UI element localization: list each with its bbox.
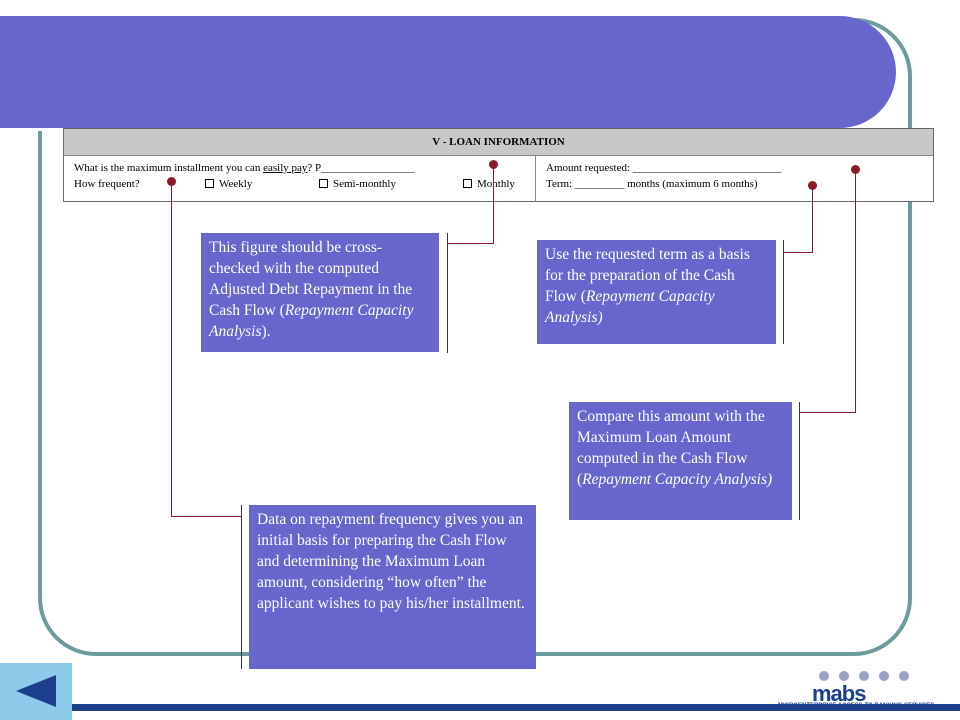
callout-bracket (241, 505, 242, 669)
mabs-logo (819, 671, 909, 681)
connector-dot (851, 165, 860, 174)
option-semi-monthly-label: Semi-monthly (333, 178, 396, 190)
callout-bracket (799, 402, 800, 520)
connector-line (171, 516, 241, 517)
max-installment-text: What is the maximum installment you can (74, 162, 264, 174)
form-body: What is the maximum installment you can … (64, 156, 933, 202)
option-semi-monthly[interactable]: Semi-monthly (319, 178, 396, 190)
callout-text: ). (261, 323, 271, 340)
connector-line (493, 164, 494, 244)
connector-line (447, 243, 494, 244)
back-arrow-icon[interactable] (16, 675, 56, 707)
option-monthly[interactable]: Monthly (463, 178, 515, 190)
connector-line (855, 170, 856, 413)
option-monthly-label: Monthly (477, 178, 515, 190)
footer-bar (72, 704, 960, 711)
callout-installment: This figure should be cross-checked with… (201, 233, 439, 352)
amount-requested-field: Amount requested: ______________________… (546, 162, 782, 174)
callout-italic-text: Repayment Capacity Analysis (209, 302, 414, 340)
logo-tagline: MICROENTERPRISE ACCESS TO BANKING SERVIC… (778, 703, 935, 709)
connector-line (783, 252, 813, 253)
callout-italic-text: Repayment Capacity Analysis) (545, 288, 715, 326)
callout-text: Use the requested term as a basis for th… (545, 246, 750, 305)
frequency-label: How frequent? (74, 178, 140, 190)
option-weekly-label: Weekly (219, 178, 253, 190)
option-weekly[interactable]: Weekly (205, 178, 252, 190)
callout-amount: Compare this amount with the Maximum Loa… (569, 402, 792, 520)
max-installment-question: What is the maximum installment you can … (74, 162, 415, 174)
term-field: Term: _________ months (maximum 6 months… (546, 178, 758, 190)
callout-text: This figure should be cross-checked with… (209, 239, 413, 319)
callout-bracket (783, 240, 784, 344)
title-banner (0, 16, 896, 128)
logo-circles-icon (819, 671, 909, 681)
callout-text: Data on repayment frequency gives you an… (257, 511, 525, 612)
callout-term: Use the requested term as a basis for th… (537, 240, 776, 344)
connector-line (800, 412, 856, 413)
connector-line (812, 185, 813, 253)
checkbox-icon[interactable] (319, 179, 328, 188)
installment-blank: ? P_________________ (307, 162, 415, 174)
checkbox-icon[interactable] (205, 179, 214, 188)
checkbox-icon[interactable] (463, 179, 472, 188)
connector-line (171, 181, 172, 517)
callout-italic-text: Repayment Capacity Analysis) (582, 471, 773, 488)
logo-wordmark: mabs (812, 681, 866, 706)
callout-frequency: Data on repayment frequency gives you an… (249, 505, 536, 669)
back-button[interactable] (0, 663, 72, 720)
loan-information-form: V - LOAN INFORMATION What is the maximum… (63, 128, 934, 202)
callout-text: Compare this amount with the Maximum Loa… (577, 408, 765, 488)
form-title: V - LOAN INFORMATION (64, 129, 933, 156)
column-divider (535, 156, 536, 202)
easily-pay-text: easily pay (263, 162, 308, 174)
callout-bracket (447, 233, 448, 353)
